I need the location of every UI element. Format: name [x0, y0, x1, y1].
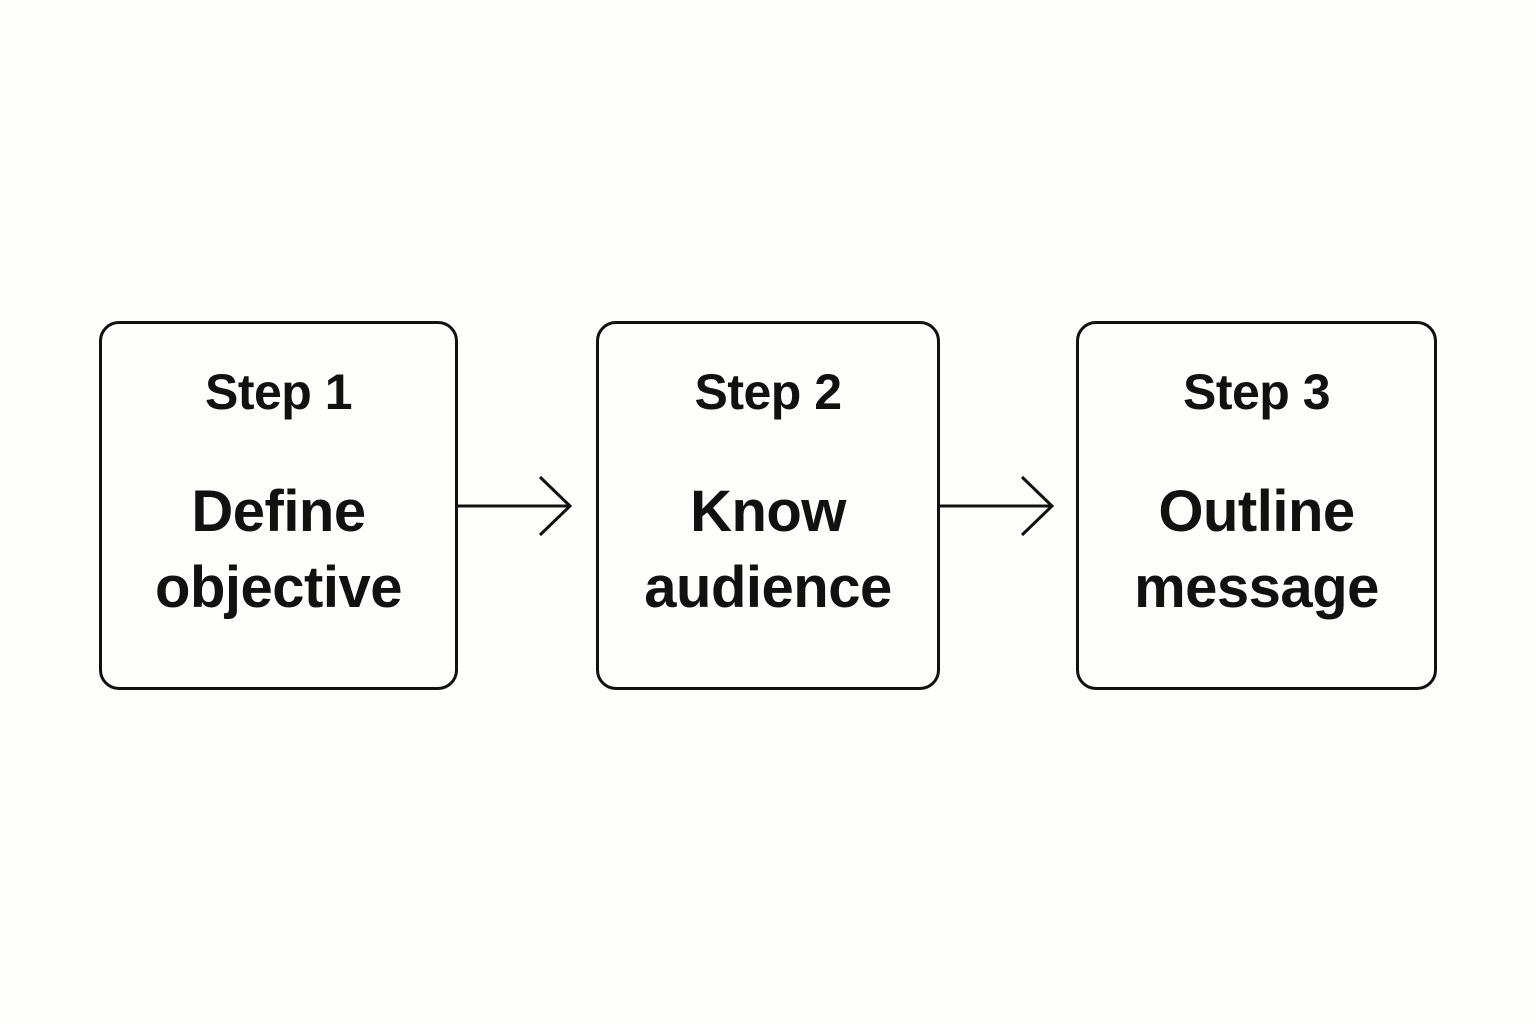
- arrow-right-icon: [939, 475, 1055, 537]
- step-number-3: Step 3: [1182, 364, 1331, 420]
- step-label-2: Know audience: [599, 474, 937, 626]
- step-box-3: Step 3 Outline message: [1076, 321, 1437, 690]
- step-box-2: Step 2 Know audience: [596, 321, 940, 690]
- step-number-1: Step 1: [204, 364, 353, 420]
- step-label-1: Define objective: [102, 474, 455, 626]
- step-label-3-line2: message: [1134, 555, 1379, 620]
- arrow-right-icon: [457, 475, 573, 537]
- step-label-2-line1: Know: [690, 479, 846, 544]
- step-label-3: Outline message: [1079, 474, 1434, 626]
- step-label-2-line2: audience: [644, 555, 892, 620]
- step-box-1: Step 1 Define objective: [99, 321, 458, 690]
- step-number-2: Step 2: [694, 364, 842, 420]
- step-label-1-line1: Define: [191, 479, 366, 544]
- step-label-1-line2: objective: [155, 555, 402, 620]
- step-label-3-line1: Outline: [1158, 479, 1355, 544]
